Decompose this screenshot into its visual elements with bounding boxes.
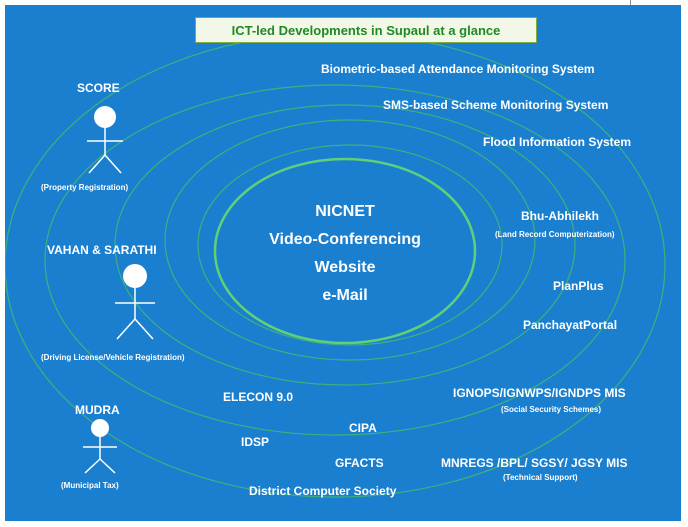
system-ignops: IGNOPS/IGNWPS/IGNDPS MIS (453, 386, 626, 400)
center-item-email: e-Mail (322, 287, 368, 304)
system-bhu-caption: (Land Record Computerization) (495, 230, 615, 239)
ring-3 (114, 104, 576, 386)
system-elecon: ELECON 9.0 (223, 390, 294, 404)
system-panchayat-portal: PanchayatPortal (523, 318, 618, 332)
system-ignops-caption: (Social Security Schemes) (501, 405, 602, 414)
system-mnregs-caption: (Technical Support) (503, 473, 578, 482)
actor-caption-vahan: (Driving License/Vehicle Registration) (41, 353, 185, 362)
actor-name-mudra: MUDRA (75, 403, 120, 417)
actor-name-vahan-sarathi: VAHAN & SARATHI (47, 243, 157, 257)
system-mnregs: MNREGS /BPL/ SGSY/ JGSY MIS (441, 456, 628, 470)
system-idsp: IDSP (241, 435, 270, 449)
inner-ring (213, 157, 477, 345)
actor-caption-mudra: (Municipal Tax) (61, 481, 119, 490)
diagram-title: ICT-led Developments in Supaul at a glan… (231, 22, 501, 38)
system-cipa: CIPA (349, 421, 377, 435)
system-sms: SMS-based Scheme Monitoring System (383, 98, 609, 112)
system-flood: Flood Information System (483, 135, 632, 149)
system-bhu-abhilekh: Bhu-Abhilekh (521, 209, 599, 223)
diagram-panel: ICT-led Developments in Supaul at a glan… (5, 5, 681, 521)
system-gfacts: GFACTS (335, 456, 384, 470)
system-planplus: PlanPlus (553, 279, 604, 293)
actor-score-icon (87, 106, 123, 174)
actor-caption-score: (Property Registration) (41, 183, 129, 192)
ring-5 (197, 144, 503, 346)
ring-4 (164, 119, 536, 361)
actor-mudra-icon (83, 419, 117, 474)
system-biometric: Biometric-based Attendance Monitoring Sy… (321, 62, 595, 76)
ring-2 (44, 84, 626, 436)
center-item-video-conferencing: Video-Conferencing (269, 231, 421, 248)
system-district-computer-society: District Computer Society (249, 484, 397, 498)
actor-vahan-icon (115, 264, 155, 340)
center-item-website: Website (314, 259, 376, 276)
top-border (0, 0, 688, 4)
center-item-nicnet: NICNET (315, 203, 375, 220)
title-box: ICT-led Developments in Supaul at a glan… (195, 17, 537, 43)
actor-name-score: SCORE (77, 81, 120, 95)
